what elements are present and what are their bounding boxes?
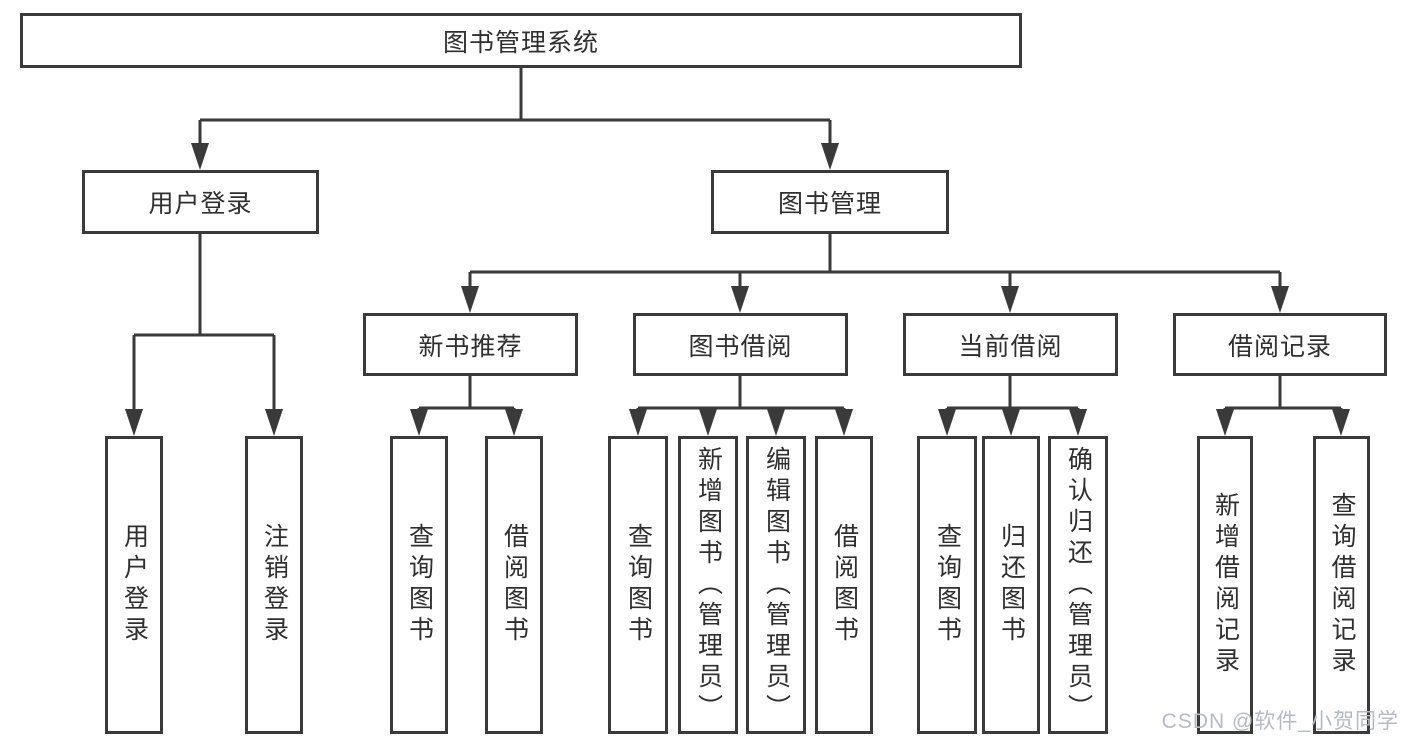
node-label-leaf-bb-query: 查询图书 <box>624 523 653 647</box>
arrowhead-icon <box>1002 409 1020 436</box>
node-label-leaf-user-login: 用户登录 <box>120 523 149 647</box>
node-label-book-borrow: 图书借阅 <box>688 332 793 361</box>
arrowhead-icon <box>767 409 785 436</box>
arrowhead-icon <box>505 409 523 436</box>
arrowhead-icon <box>731 286 749 313</box>
node-label-leaf-nb-query: 查询图书 <box>405 523 434 647</box>
arrowhead-icon <box>1001 286 1019 313</box>
node-leaf-cb-query: 查询图书 <box>917 436 977 734</box>
node-label-root: 图书管理系统 <box>442 28 599 57</box>
node-label-leaf-bb-add: 新增图书（管理员） <box>694 445 723 725</box>
node-label-current-borrow: 当前借阅 <box>958 332 1063 361</box>
arrowhead-icon <box>1332 409 1350 436</box>
arrowhead-icon <box>1216 409 1234 436</box>
node-label-user-login: 用户登录 <box>148 190 253 218</box>
node-label-leaf-logout: 注销登录 <box>260 523 289 647</box>
node-label-leaf-cb-return: 归还图书 <box>997 523 1026 647</box>
node-label-leaf-cb-query: 查询图书 <box>933 523 962 647</box>
arrowhead-icon <box>125 409 143 436</box>
node-leaf-nb-borrow: 借阅图书 <box>485 436 543 734</box>
node-leaf-nb-query: 查询图书 <box>390 436 448 734</box>
arrowhead-icon <box>191 143 209 170</box>
node-book-borrow: 图书借阅 <box>633 313 848 376</box>
arrowhead-icon <box>629 409 647 436</box>
node-label-book-mgmt: 图书管理 <box>777 190 882 218</box>
node-leaf-bb-edit: 编辑图书（管理员） <box>746 436 806 734</box>
node-user-login: 用户登录 <box>82 170 319 234</box>
node-leaf-bb-borrow: 借阅图书 <box>815 436 873 734</box>
node-label-leaf-br-add: 新增借阅记录 <box>1211 492 1240 678</box>
arrowhead-icon <box>410 409 428 436</box>
arrowhead-icon <box>1271 286 1289 313</box>
node-leaf-bb-add: 新增图书（管理员） <box>678 436 738 734</box>
node-leaf-user-login: 用户登录 <box>105 436 163 734</box>
node-label-leaf-bb-borrow: 借阅图书 <box>830 523 859 647</box>
node-borrow-records: 借阅记录 <box>1173 313 1387 376</box>
node-label-new-books: 新书推荐 <box>418 332 523 361</box>
watermark-text: CSDN @软件_小贺同学 <box>1161 710 1399 733</box>
arrowhead-icon <box>461 286 479 313</box>
arrowhead-icon <box>938 409 956 436</box>
node-book-mgmt: 图书管理 <box>711 170 949 234</box>
node-label-borrow-records: 借阅记录 <box>1227 332 1332 361</box>
arrowhead-icon <box>1069 409 1087 436</box>
arrowhead-icon <box>821 143 839 170</box>
node-new-books: 新书推荐 <box>363 313 578 376</box>
node-label-leaf-br-query: 查询借阅记录 <box>1328 492 1356 678</box>
arrowhead-icon <box>835 409 853 436</box>
node-label-leaf-nb-borrow: 借阅图书 <box>500 523 529 647</box>
arrowhead-icon <box>265 409 283 436</box>
arrowhead-icon <box>699 409 717 436</box>
node-current-borrow: 当前借阅 <box>903 313 1118 376</box>
node-leaf-cb-return: 归还图书 <box>982 436 1040 734</box>
node-root: 图书管理系统 <box>20 13 1022 68</box>
node-leaf-bb-query: 查询图书 <box>608 436 668 734</box>
node-label-leaf-cb-confirm: 确认归还（管理员） <box>1064 445 1093 725</box>
node-leaf-cb-confirm: 确认归还（管理员） <box>1048 436 1108 734</box>
node-leaf-logout: 注销登录 <box>245 436 303 734</box>
node-leaf-br-add: 新增借阅记录 <box>1197 436 1253 734</box>
node-label-leaf-bb-edit: 编辑图书（管理员） <box>762 445 791 725</box>
node-leaf-br-query: 查询借阅记录 <box>1313 436 1370 734</box>
